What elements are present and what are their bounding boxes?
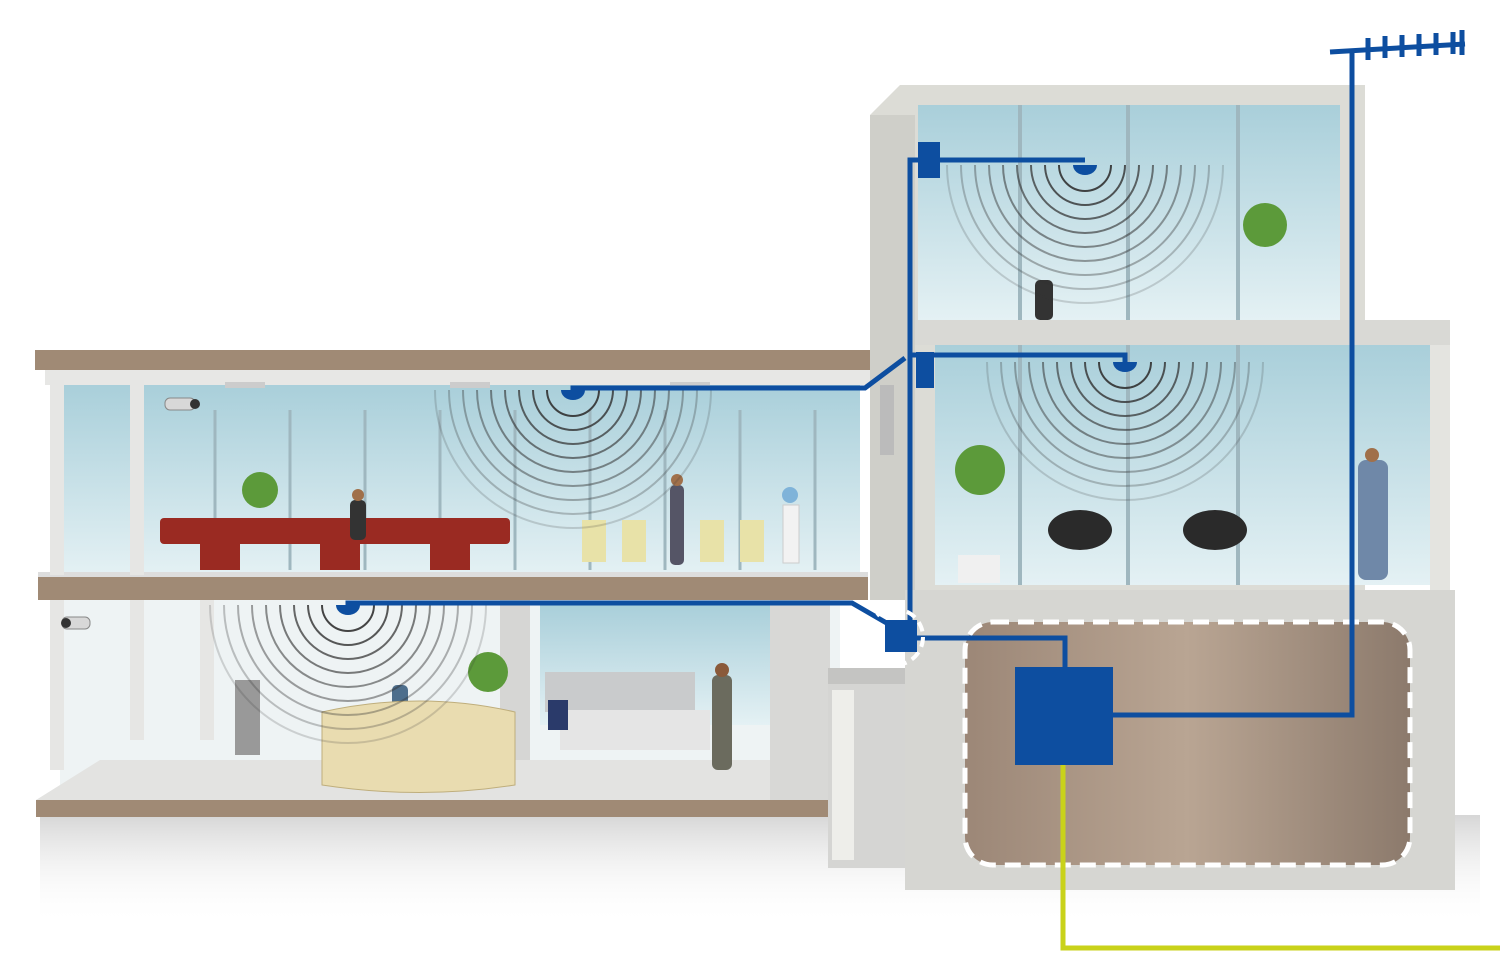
- junction-highlight: [865, 607, 925, 667]
- coverage-ring: [223, 604, 473, 730]
- security-camera-icon: [164, 397, 200, 411]
- coverage-ring: [1002, 164, 1168, 248]
- cable-lower-left: [345, 600, 892, 628]
- coverage-ring: [293, 604, 403, 660]
- reception-desk: [321, 700, 516, 793]
- coverage-ring: [476, 389, 670, 487]
- coverage-ring: [321, 604, 375, 632]
- roof-slab: [35, 350, 875, 370]
- junction-box-icon: [916, 352, 934, 388]
- coverage-ring: [1000, 361, 1250, 487]
- indoor-antenna-icon: [1113, 362, 1137, 372]
- coverage-ring: [1044, 164, 1126, 206]
- coverage-ring: [209, 604, 487, 744]
- junction-box-icon: [918, 142, 940, 178]
- coverage-ring: [946, 164, 1224, 304]
- coverage-ring: [1084, 361, 1166, 403]
- water-cooler: [782, 504, 800, 564]
- coverage-ring: [518, 389, 628, 445]
- coverage-ring: [1030, 164, 1140, 220]
- coverage-ring: [307, 604, 389, 646]
- coverage-ring: [960, 164, 1210, 290]
- coverage-ring: [1042, 361, 1208, 445]
- lounge-chairs: [1048, 510, 1247, 550]
- coverage-ring: [251, 604, 445, 702]
- repeater-unit-icon: [1015, 667, 1113, 765]
- coverage-ring: [1014, 361, 1236, 473]
- plant: [242, 472, 278, 508]
- cable-upper-left: [570, 356, 907, 391]
- coverage-ring: [1028, 361, 1222, 459]
- waiting-chairs: [582, 520, 764, 562]
- utility-cabinet: [828, 668, 913, 868]
- coverage-ring: [1098, 361, 1152, 389]
- column: [50, 380, 64, 575]
- coverage-ring: [1058, 164, 1112, 192]
- coverage-ring: [1016, 164, 1154, 234]
- turnstile: [235, 680, 260, 755]
- workstations: [545, 672, 710, 750]
- feed-cable: [1060, 765, 1500, 951]
- floor-slab: [38, 575, 868, 600]
- coverage-ring: [532, 389, 614, 431]
- coverage-ring: [265, 604, 431, 688]
- coverage-ring: [462, 389, 684, 501]
- coverage-ring: [988, 164, 1182, 262]
- security-camera-icon: [61, 616, 91, 630]
- coverage-ring: [504, 389, 642, 459]
- coverage-ring: [974, 164, 1196, 276]
- coverage-ring: [546, 389, 600, 417]
- coverage-ring: [237, 604, 459, 716]
- ground-slab: [36, 800, 836, 817]
- coverage-ring: [1056, 361, 1194, 431]
- cable-rooftop-antenna: [1113, 50, 1355, 718]
- left-wing: [35, 350, 875, 817]
- cable-middle-floor: [910, 352, 1128, 362]
- indoor-antenna-icon: [1073, 165, 1097, 175]
- coverage-ring: [279, 604, 417, 674]
- coverage-ring: [490, 389, 656, 473]
- conference-table: [160, 518, 510, 570]
- indoor-antenna-icon: [561, 390, 585, 400]
- coverage-ring: [986, 361, 1264, 501]
- indoor-antenna-icon: [336, 605, 360, 615]
- junction-box-icon: [885, 620, 917, 652]
- coverage-ring: [434, 389, 712, 529]
- rooftop-antenna-icon: [1329, 30, 1466, 60]
- people: [350, 474, 732, 770]
- antenna-coverage-rings: [209, 164, 1264, 744]
- coverage-ring: [1070, 361, 1180, 417]
- coverage-ring: [448, 389, 698, 515]
- tower: [870, 85, 1455, 890]
